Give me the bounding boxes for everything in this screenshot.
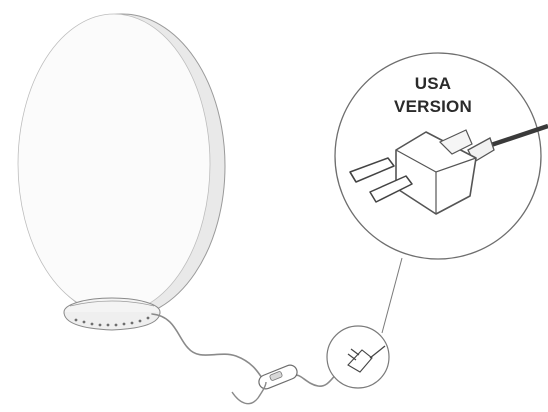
inline-switch-icon [258, 364, 298, 390]
callout-label-version: VERSION [394, 97, 472, 116]
plug-detail-circle [326, 325, 390, 389]
egg-lamp [17, 13, 226, 319]
base-vent-holes [74, 316, 150, 327]
callout-connector [381, 257, 403, 334]
lamp-base [63, 297, 161, 331]
callout-label-usa: USA [414, 74, 452, 93]
us-plug-icon [349, 123, 548, 215]
power-cord [151, 313, 345, 387]
cord-loop [231, 381, 267, 405]
